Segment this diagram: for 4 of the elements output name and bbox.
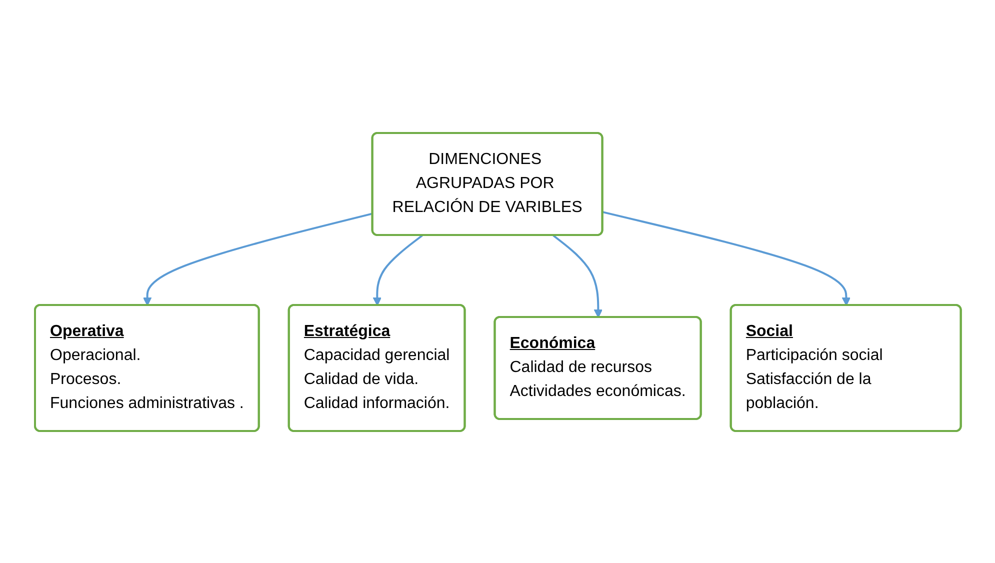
arrow (602, 210, 850, 306)
arrow (552, 234, 602, 318)
arrow (372, 234, 422, 306)
arrow (142, 212, 373, 306)
